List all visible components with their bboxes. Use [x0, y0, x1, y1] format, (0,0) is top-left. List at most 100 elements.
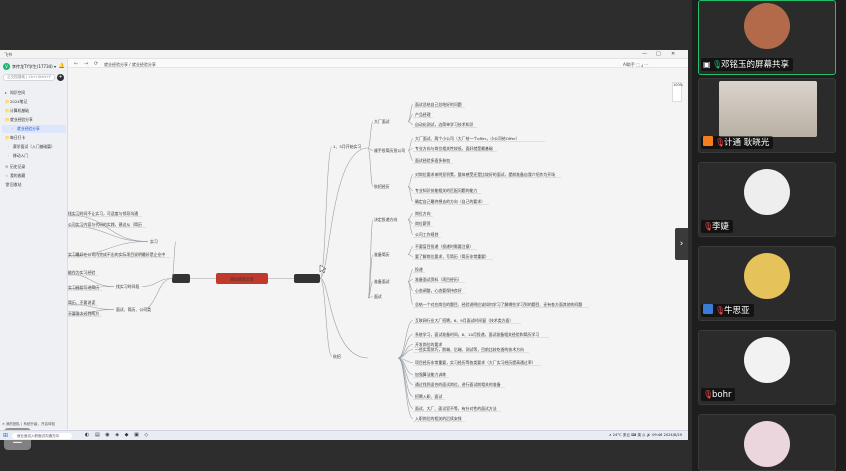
mindmap-leaf[interactable]: 自动化测试，边简单学习技术知识: [415, 122, 473, 127]
mindmap-leaf[interactable]: 实习经验写进简历: [68, 285, 99, 290]
close-button[interactable]: ✕: [671, 51, 676, 57]
maximize-button[interactable]: □: [656, 51, 661, 57]
mindmap-leaf[interactable]: 一些实用技巧，前端、后端、测试等，目前比较吃香的技术方向: [415, 347, 524, 352]
taskbar-search[interactable]: 就业面试入职面试沟通方向: [12, 433, 72, 439]
mindmap-leaf[interactable]: 不要盲目投递（投递时需要注意）: [415, 244, 473, 249]
mindmap-leaf[interactable]: 项目经历非常重要，实习经历等各类要求（大厂实习经历提高通过率）: [415, 360, 536, 365]
mindmap-leaf[interactable]: 专业方向与岗位相关性较低，面好就是最基础: [415, 146, 493, 151]
mindmap-branch[interactable]: 实习: [150, 239, 158, 244]
mindmap-leaf[interactable]: 面试经验多面多参加: [415, 158, 450, 163]
mindmap-branch[interactable]: 1、5月开始实习: [333, 144, 361, 149]
mindmap-leaf[interactable]: 能作为实习经验: [68, 270, 95, 275]
participant-tile[interactable]: 🎙牛思亚: [698, 246, 836, 321]
mindmap-branch[interactable]: 准备面试: [374, 279, 390, 284]
bell-icon[interactable]: 🔔: [58, 63, 65, 69]
sidebar-item-trash[interactable]: 🗑回收站: [5, 182, 22, 187]
mindmap-branch[interactable]: 大厂面试: [374, 119, 390, 124]
participant-tile[interactable]: [698, 414, 836, 471]
mindmap-leaf[interactable]: 简历、不要说谎: [68, 300, 95, 305]
sidebar-item-doc[interactable]: ·赛学面试（入门基础篇）: [8, 144, 55, 149]
mindmap-branch[interactable]: 决定投递方向: [374, 217, 397, 222]
mindmap-main-topic-label[interactable]: 其他: [177, 276, 185, 281]
mindmap-main-topic[interactable]: [172, 274, 190, 283]
add-button[interactable]: +: [57, 74, 64, 81]
sidebar-item-folder[interactable]: 📁2024笔记: [5, 99, 28, 104]
sidebar-item-knowledge[interactable]: ▸知识空间: [5, 90, 26, 95]
ai-assistant-button[interactable]: AI助手 ⬚ ⤓ ⋯: [623, 61, 649, 67]
zoom-control[interactable]: 100%: [672, 82, 683, 102]
mindmap-leaf[interactable]: 互联网行业大厂招聘，6、9月面试时间窗（技术类方面）: [415, 318, 513, 323]
mindmap-leaf[interactable]: 系统学习，面试准备时间，6、10月投递，面试准备相关经验和简历学习: [415, 332, 539, 337]
mindmap-leaf[interactable]: 心态调整，心态要保持良好: [415, 288, 462, 293]
mindmap-main-topic[interactable]: [294, 274, 320, 283]
mindmap-branch[interactable]: 找实习时间段: [116, 284, 139, 289]
mindmap-leaf[interactable]: 招聘入职、面试: [415, 394, 442, 399]
mindmap-leaf[interactable]: 岗位薪资: [415, 221, 431, 226]
mindmap-leaf[interactable]: 准备面试资料（项目经历）: [415, 277, 462, 282]
chevron-right-icon[interactable]: ›: [675, 228, 688, 260]
mindmap-leaf[interactable]: 不要答太远到两方: [68, 311, 99, 316]
mindmap-link: [407, 254, 414, 257]
mindmap-link: [68, 273, 115, 287]
mindmap-leaf[interactable]: 通过找到适合的面试岗位，进行面试前相关的准备: [415, 382, 501, 387]
sidebar-footer[interactable]: ✕ 我的团队 | 系统升级，开启体验: [2, 422, 55, 426]
mindmap-leaf[interactable]: 找实习时间不让实习，可适度与领导沟通: [68, 211, 138, 216]
participant-name-tag: 🎙bohr: [701, 388, 736, 401]
participant-tile[interactable]: 🎙计通 耿晓光: [698, 78, 836, 153]
sidebar-item-folder[interactable]: 📁就业经验分享: [5, 117, 33, 122]
sidebar-item-history[interactable]: ⟲历史记录: [5, 164, 26, 169]
account-switcher[interactable]: 李传龙TY学生(17734) ▾: [12, 64, 57, 69]
participant-tile[interactable]: 🎙李婕: [698, 162, 836, 237]
mindmap-leaf[interactable]: 公司工作规划: [415, 232, 438, 237]
search-input[interactable]: 云文档搜索 | Ctrl+Shift+F: [3, 74, 55, 81]
breadcrumb[interactable]: 就业经验分享 / 就业经验分享: [104, 61, 156, 67]
mindmap-branch[interactable]: 顺手投简历投公司: [374, 148, 405, 153]
mindmap-leaf[interactable]: 要了解岗位要求，写简历（简历非常重要）: [415, 254, 489, 259]
sidebar-item-current-doc[interactable]: ·就业经验分享: [2, 125, 66, 133]
host-badge-icon: [703, 136, 713, 146]
sidebar-item-folder[interactable]: 📁每日打卡: [5, 135, 26, 140]
mindmap-leaf[interactable]: 面试、大厂、面试官不等，有针对性的面试方法: [415, 406, 497, 411]
mindmap-leaf[interactable]: 产品经理: [415, 112, 431, 117]
mindmap-leaf[interactable]: 岗位方向: [415, 211, 431, 216]
participant-name-tag: 🎙牛思亚: [701, 304, 754, 317]
mindmap-leaf[interactable]: 投递: [415, 267, 423, 272]
sidebar-item-favorites[interactable]: ☆我的收藏: [5, 173, 26, 178]
mindmap-link: [407, 219, 414, 235]
participant-tile[interactable]: 🎙bohr: [698, 330, 836, 405]
refresh-icon[interactable]: ⟳: [94, 61, 99, 67]
mindmap-branch[interactable]: 秋招经历: [374, 184, 390, 189]
sidebar-item-doc[interactable]: ·移动入门: [8, 153, 29, 158]
mindmap-leaf[interactable]: 面试总结自己总结好的问题: [415, 102, 462, 107]
folder-icon: 📁: [5, 117, 10, 122]
video-feed: [719, 81, 817, 137]
mic-muted-icon: 🎙: [703, 222, 714, 231]
mindmap-branch[interactable]: 面试: [374, 294, 382, 299]
mindmap-leaf[interactable]: 实习最好在公司内完成不出的实际项目说明最好是企业中: [68, 252, 165, 257]
mindmap-canvas[interactable]: 就业经验分享 其他 求职经历 实习 找实习时间不让实习，可适度与领导沟通公司实习内容与代…: [68, 68, 688, 428]
mindmap-root-label[interactable]: 就业经验分享: [230, 276, 253, 281]
mindmap-root[interactable]: [216, 273, 268, 284]
mindmap-leaf[interactable]: 总结一个对应岗位的题目、经验说明应该如何学习了解哪些学习到的题目、还有各方面其他…: [415, 302, 582, 307]
mindmap-leaf[interactable]: 对岗位要求来明显积累，整体感受还是比较好的面试，提前准备自我介绍作为开场: [415, 172, 555, 177]
doc-icon: ·: [12, 126, 14, 131]
participant-tile[interactable]: ▣🎙邓铭玉的屏幕共享: [698, 0, 836, 75]
windows-start-icon[interactable]: ⊞: [3, 432, 9, 439]
taskbar-apps[interactable]: ◐ ▤ ◉ ◈ ◆ ▣ ◇: [85, 432, 151, 438]
mindmap-link: [397, 349, 414, 359]
mindmap-leaf[interactable]: 开发岗位的要求: [415, 342, 442, 347]
minimize-button[interactable]: —: [642, 51, 647, 57]
mindmap-leaf[interactable]: 公司实习内容与代码的实践，建议从（简历: [68, 222, 142, 227]
mindmap-leaf[interactable]: 大厂面试、两个小公司（大厂给一个offer，小公司给Offer）: [415, 136, 519, 141]
back-icon[interactable]: ←: [74, 61, 79, 67]
mindmap-leaf[interactable]: 入职岗位的相关的后续安排: [415, 416, 462, 421]
mindmap-leaf[interactable]: 确定自己最终想去的方向（自己的要求）: [415, 199, 485, 204]
mindmap-branch[interactable]: 面试、简历、公司类: [116, 307, 151, 312]
mindmap-branch[interactable]: 准备简历: [374, 252, 390, 257]
mindmap-leaf[interactable]: 加强算法能力训练: [415, 372, 446, 377]
sidebar-item-folder[interactable]: 📁计算机基础: [5, 108, 29, 113]
mindmap-branch[interactable]: 秋招: [333, 354, 341, 359]
mindmap-leaf[interactable]: 专业知识技能相关的匹配问题的能力: [415, 188, 477, 193]
mindmap-main-topic-label[interactable]: 求职经历: [299, 276, 315, 281]
forward-icon[interactable]: →: [84, 61, 89, 67]
